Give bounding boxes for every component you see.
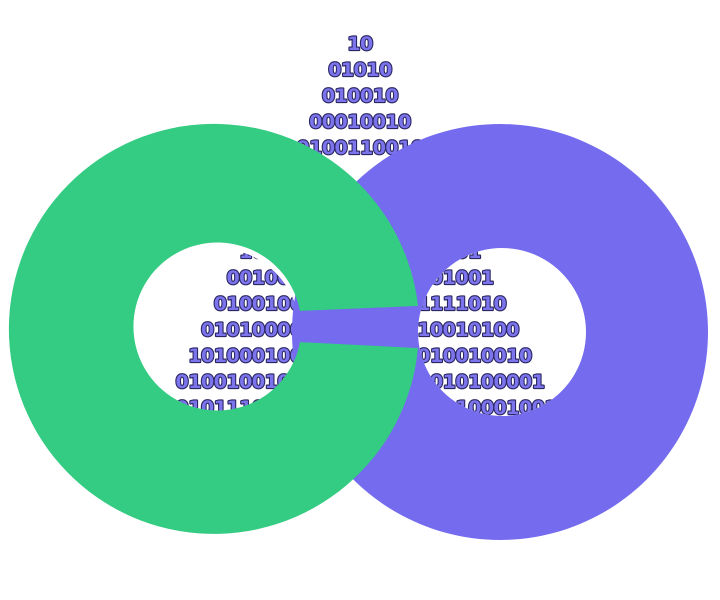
purple-ring — [291, 124, 708, 540]
binary-line: 10 — [347, 33, 373, 55]
binary-line: 00010010 — [309, 111, 411, 133]
green-ring — [8, 123, 419, 534]
purple-bridge — [300, 306, 418, 348]
binary-line: 010010 — [322, 85, 399, 107]
binary-line: 01010 — [328, 59, 392, 81]
